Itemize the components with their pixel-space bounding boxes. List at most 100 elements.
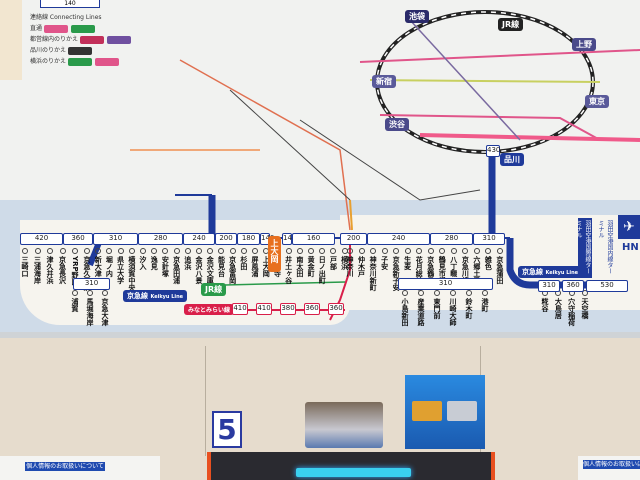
station-name: 子安 bbox=[380, 256, 389, 270]
station-shinjuku[interactable]: 新宿 bbox=[372, 75, 396, 88]
station[interactable]: 京急久里浜 bbox=[82, 248, 92, 291]
stations-airport: 糀谷大鳥居穴守稲荷天空橋 bbox=[540, 290, 590, 326]
station[interactable]: 戸部 bbox=[328, 248, 338, 291]
station-name: 杉田 bbox=[239, 256, 248, 270]
station-shinagawa[interactable]: 品川 bbox=[500, 153, 524, 166]
notice-right: 個人情報のお取扱いについて bbox=[578, 456, 640, 480]
station[interactable]: 八丁畷 bbox=[449, 248, 459, 291]
station-name: 横浜 bbox=[340, 256, 349, 270]
station[interactable]: 南太田 bbox=[295, 248, 305, 291]
terminal-intl[interactable]: 羽田空港国際線ターミナル bbox=[575, 218, 592, 278]
minatomirai-fare: 410 bbox=[232, 303, 248, 315]
station[interactable]: 産業道路 bbox=[416, 290, 426, 326]
credit-card-poster bbox=[405, 375, 485, 449]
fare-uraga: 310 bbox=[73, 278, 110, 290]
station-number-icon bbox=[330, 248, 337, 254]
station-number-icon bbox=[218, 248, 225, 254]
station[interactable]: 三浦海岸 bbox=[33, 248, 43, 286]
station[interactable]: 津久井浜 bbox=[45, 248, 55, 286]
station[interactable]: 逸見 bbox=[149, 248, 159, 291]
fare-box: 200 bbox=[340, 233, 367, 245]
station[interactable]: 港町 bbox=[480, 290, 490, 326]
station[interactable]: 京急蒲田 bbox=[495, 248, 505, 291]
station-number-icon bbox=[240, 248, 247, 254]
station-name: 京急川崎 bbox=[461, 256, 470, 284]
station[interactable]: 金沢八景 bbox=[194, 248, 204, 291]
fare-box: 360 bbox=[63, 233, 93, 245]
station[interactable]: 能見台 bbox=[216, 248, 226, 291]
station-name: 金沢八景 bbox=[195, 256, 204, 284]
station[interactable]: 子安 bbox=[380, 248, 390, 291]
station[interactable]: 京急新子安 bbox=[391, 248, 401, 291]
station-number-icon bbox=[370, 248, 377, 254]
station[interactable]: 京急富岡 bbox=[228, 248, 238, 291]
station[interactable]: 日ノ出町 bbox=[317, 248, 327, 291]
station[interactable]: YRP野比 bbox=[70, 248, 80, 286]
station[interactable]: 生麦 bbox=[403, 248, 413, 291]
station[interactable]: 京急田浦 bbox=[172, 248, 182, 291]
legend-row: 都営線内のりかえ bbox=[30, 34, 175, 45]
notice-title: 個人情報のお取扱いについて bbox=[25, 462, 105, 471]
keikyu-line-badge-right: 京急線 Keikyu Line bbox=[518, 266, 583, 278]
station-name: 川崎大師 bbox=[449, 298, 457, 326]
station[interactable]: 堀ノ内 bbox=[104, 248, 114, 291]
station[interactable]: 京急鶴見 bbox=[426, 248, 436, 291]
station-name: 屏風浦 bbox=[251, 256, 260, 277]
station[interactable]: 仲木戸 bbox=[357, 248, 367, 291]
station[interactable]: 糀谷 bbox=[540, 290, 550, 326]
station[interactable]: 井土ヶ谷 bbox=[284, 248, 294, 291]
station[interactable]: 金沢文庫 bbox=[205, 248, 215, 291]
station-number-icon bbox=[173, 248, 180, 254]
station[interactable]: 馬堀海岸 bbox=[85, 290, 95, 326]
station-name: 穴守稲荷 bbox=[567, 298, 576, 326]
station-name: 鈴木町 bbox=[465, 298, 473, 319]
station[interactable]: 神奈川新町 bbox=[368, 248, 378, 291]
station[interactable]: 県立大学 bbox=[116, 248, 126, 291]
station[interactable]: 杉田 bbox=[239, 248, 249, 291]
station-name: 雑色 bbox=[484, 256, 493, 270]
station[interactable]: 天空橋 bbox=[580, 290, 590, 326]
station-name: 追浜 bbox=[183, 256, 192, 270]
station[interactable]: 鈴木町 bbox=[464, 290, 474, 326]
station[interactable]: 東門前 bbox=[432, 290, 442, 326]
station[interactable]: 横須賀中央 bbox=[127, 248, 137, 291]
station[interactable]: 雑色 bbox=[483, 248, 493, 291]
station[interactable]: 三崎口 bbox=[20, 248, 30, 286]
terminal-domestic[interactable]: 羽田空港国内線ターミナル bbox=[597, 220, 613, 274]
station-number-icon bbox=[95, 248, 102, 254]
notice-left: 個人情報のお取扱いについて bbox=[0, 456, 160, 480]
fare-box: 310 bbox=[473, 233, 505, 245]
station-name: YRP野比 bbox=[71, 256, 79, 286]
station[interactable]: 浦賀 bbox=[70, 290, 80, 326]
station[interactable]: 屏風浦 bbox=[250, 248, 260, 291]
station[interactable]: 川崎大師 bbox=[448, 290, 458, 326]
station-name: 津久井浜 bbox=[46, 256, 54, 284]
station[interactable]: 安針塚 bbox=[160, 248, 170, 291]
fare-box: 420 bbox=[20, 233, 63, 245]
station[interactable]: 鶴見市場 bbox=[437, 248, 447, 291]
station[interactable]: 花月総持寺 bbox=[414, 248, 424, 291]
station[interactable]: 六郷土手 bbox=[472, 248, 482, 291]
station[interactable]: 京急川崎 bbox=[460, 248, 470, 291]
station-number-icon bbox=[59, 248, 66, 254]
ticket-slot[interactable] bbox=[207, 452, 495, 480]
minatomirai-fare: 360 bbox=[328, 303, 344, 315]
station-shibuya[interactable]: 渋谷 bbox=[385, 118, 409, 131]
station[interactable]: 大鳥居 bbox=[553, 290, 563, 326]
station[interactable]: 小島新田 bbox=[400, 290, 410, 326]
station-ikebukuro[interactable]: 池袋 bbox=[405, 10, 429, 23]
machine-number: 5 bbox=[212, 411, 242, 448]
station[interactable]: 神奈川 bbox=[345, 248, 355, 291]
fare-box: 240 bbox=[367, 233, 430, 245]
station[interactable]: 新大津 bbox=[93, 248, 103, 291]
station[interactable]: 京急長沢 bbox=[58, 248, 68, 286]
station[interactable]: 京急大津 bbox=[100, 290, 110, 326]
station[interactable]: 穴守稲荷 bbox=[567, 290, 577, 326]
station[interactable]: 追浜 bbox=[183, 248, 193, 291]
station[interactable]: 黄金町 bbox=[306, 248, 316, 291]
station-name: 黄金町 bbox=[307, 256, 316, 277]
station[interactable]: 汐入 bbox=[138, 248, 148, 291]
station-name: 南太田 bbox=[295, 256, 304, 277]
station-ueno[interactable]: 上野 bbox=[572, 38, 596, 51]
station-tokyo[interactable]: 東京 bbox=[585, 95, 609, 108]
